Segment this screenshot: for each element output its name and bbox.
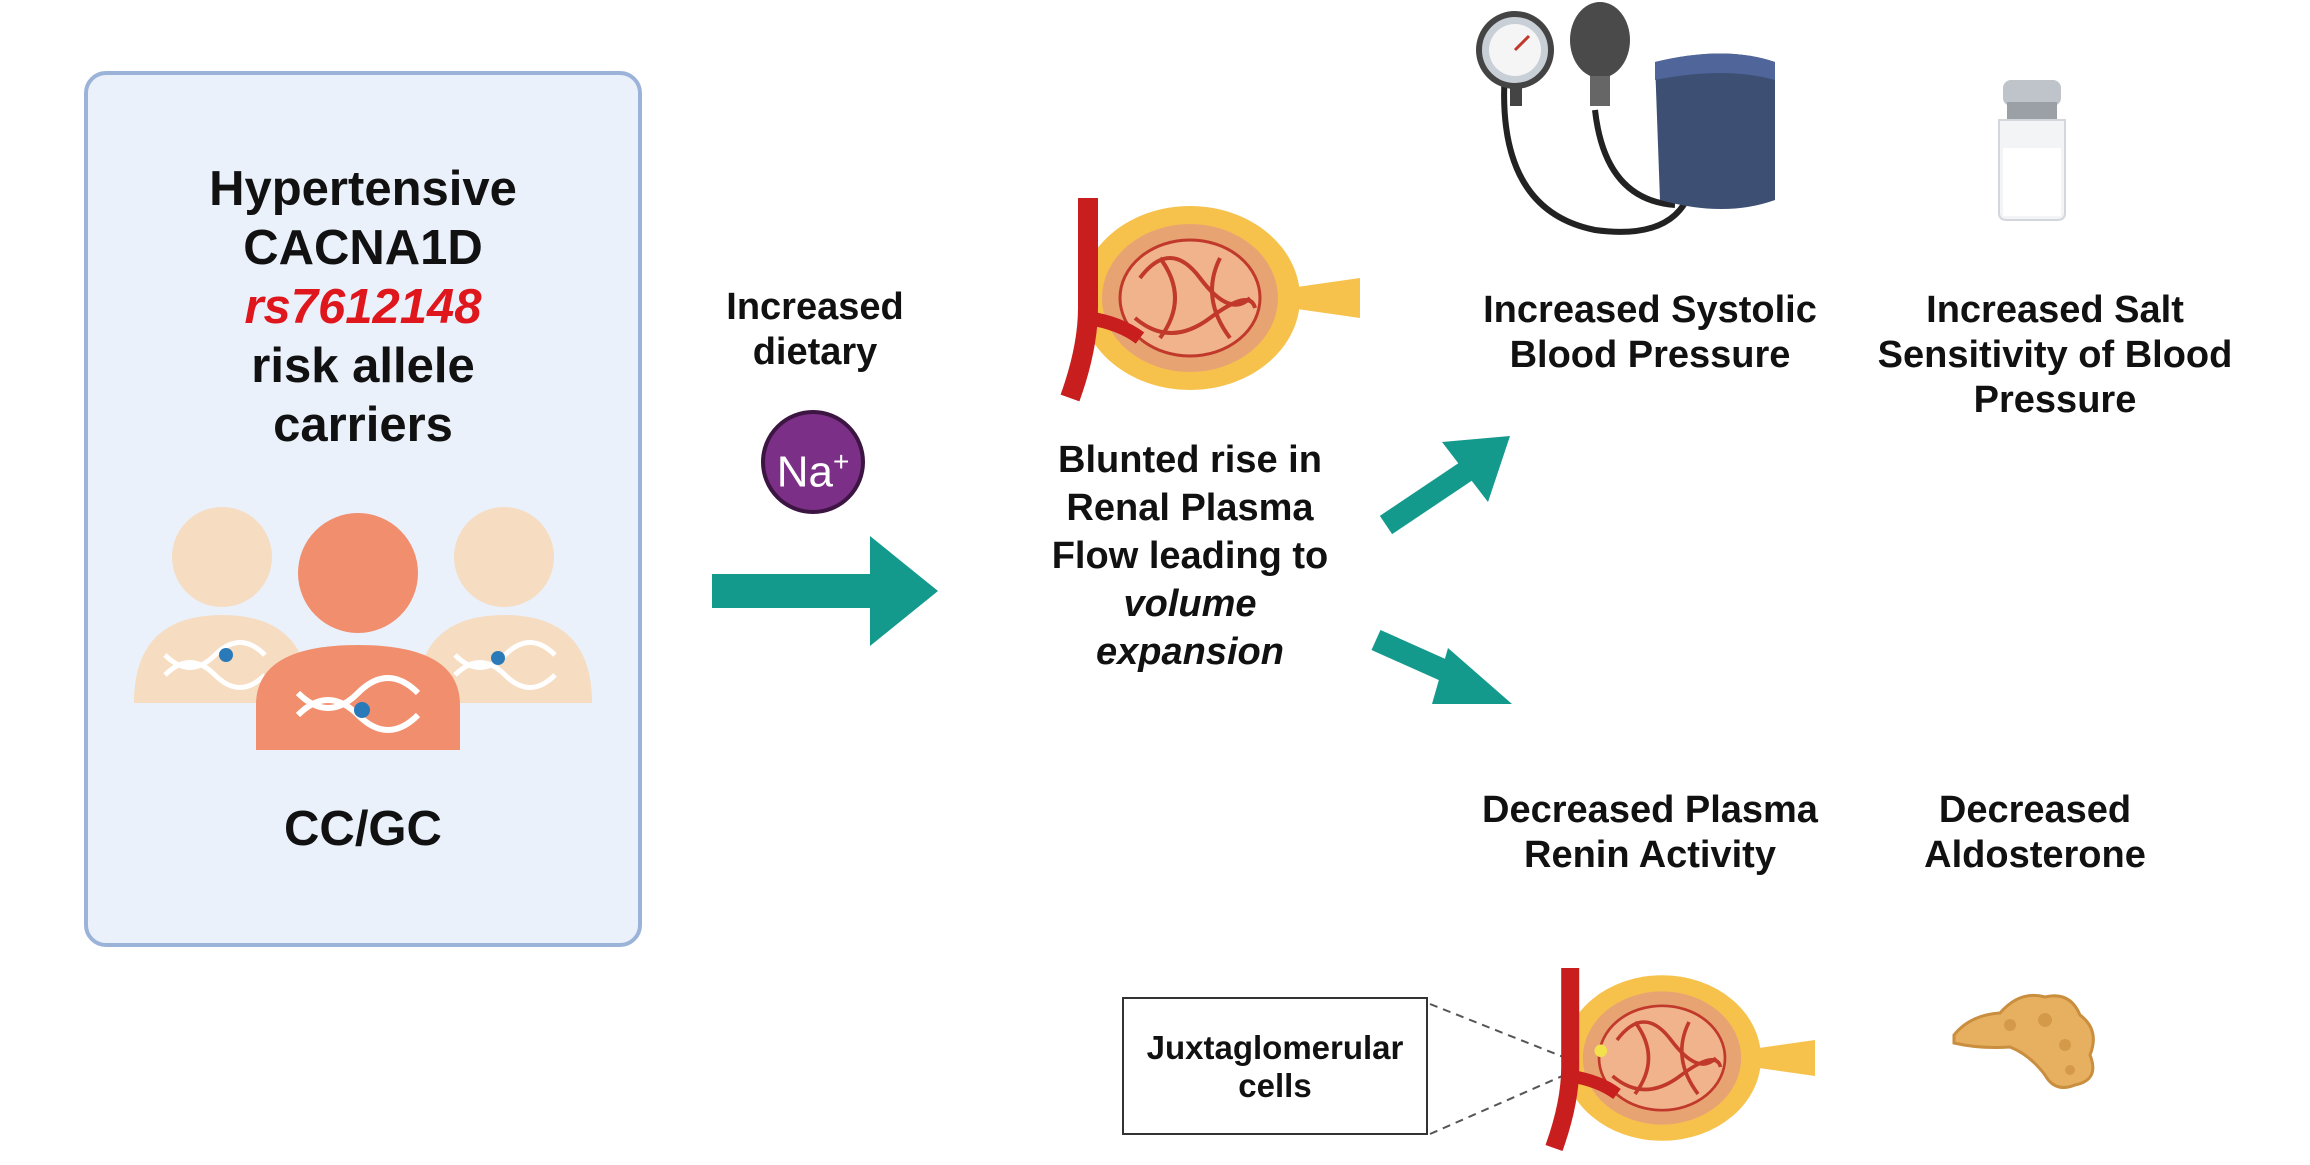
outcome-aldo-line2: Aldosterone bbox=[1924, 834, 2146, 876]
outcome-systolic-bp-line2: Blood Pressure bbox=[1509, 334, 1791, 376]
outcome-aldosterone: Decreased Aldosterone bbox=[1880, 788, 2190, 878]
sodium-symbol: Na bbox=[776, 447, 833, 497]
carriers-panel bbox=[84, 71, 642, 947]
kidney-juxtaglomerular-icon bbox=[1545, 968, 1815, 1152]
panel-title-line2: CACNA1D bbox=[243, 221, 483, 275]
arrow-right-icon bbox=[712, 536, 938, 646]
kidney-effect-line1: Blunted rise in bbox=[1058, 439, 1322, 481]
stimulus-line2: dietary bbox=[752, 331, 878, 373]
outcome-salt-line2: Sensitivity of Blood bbox=[1877, 334, 2233, 376]
callout-leader-lines bbox=[1429, 1003, 1577, 1135]
kidney-effect-line5: expansion bbox=[1096, 631, 1284, 673]
outcome-renin-line2: Renin Activity bbox=[1524, 834, 1776, 876]
arrow-down-right-icon bbox=[1371, 629, 1512, 704]
stimulus-line1: Increased bbox=[726, 286, 904, 328]
kidney-effect-line3: Flow leading to bbox=[1051, 535, 1329, 577]
stimulus-label: Increased dietary bbox=[660, 285, 970, 375]
panel-title-line5: carriers bbox=[273, 398, 453, 452]
outcome-systolic-bp-line1: Increased Systolic bbox=[1483, 289, 1817, 331]
genotype-label: CC/GC bbox=[284, 802, 442, 856]
kidney-effect-line2: Renal Plasma bbox=[1066, 487, 1314, 529]
blood-pressure-cuff-icon bbox=[1476, 2, 1775, 235]
outcome-renin-line1: Decreased Plasma bbox=[1482, 789, 1818, 831]
people-dna-icon bbox=[134, 507, 592, 750]
kidney-effect-line4: volume bbox=[1123, 583, 1257, 625]
panel-title-line4: risk allele bbox=[251, 339, 475, 393]
callout-line2: cells bbox=[1238, 1067, 1312, 1104]
snp-id: rs7612148 bbox=[244, 280, 482, 334]
panel-title-line1: Hypertensive bbox=[209, 162, 517, 216]
juxtaglomerular-callout: Juxtaglomerular cells bbox=[1122, 997, 1428, 1135]
sodium-icon: Na+ bbox=[761, 410, 865, 514]
adrenal-gland-icon bbox=[1952, 993, 2095, 1089]
panel-title: Hypertensive CACNA1D rs7612148 risk alle… bbox=[84, 160, 642, 455]
arrow-up-right-icon bbox=[1379, 436, 1510, 535]
sodium-charge: + bbox=[832, 446, 850, 477]
outcome-salt-sensitivity: Increased Salt Sensitivity of Blood Pres… bbox=[1860, 288, 2250, 423]
outcome-plasma-renin: Decreased Plasma Renin Activity bbox=[1450, 788, 1850, 878]
outcome-salt-line1: Increased Salt bbox=[1926, 289, 2184, 331]
outcome-salt-line3: Pressure bbox=[1973, 379, 2137, 421]
salt-shaker-icon bbox=[1998, 80, 2066, 221]
outcome-systolic-bp: Increased Systolic Blood Pressure bbox=[1450, 288, 1850, 378]
kidney-icon bbox=[1060, 198, 1360, 402]
outcome-aldo-line1: Decreased bbox=[1938, 789, 2132, 831]
kidney-effect-label: Blunted rise in Renal Plasma Flow leadin… bbox=[1000, 436, 1380, 676]
callout-line1: Juxtaglomerular bbox=[1146, 1029, 1404, 1066]
